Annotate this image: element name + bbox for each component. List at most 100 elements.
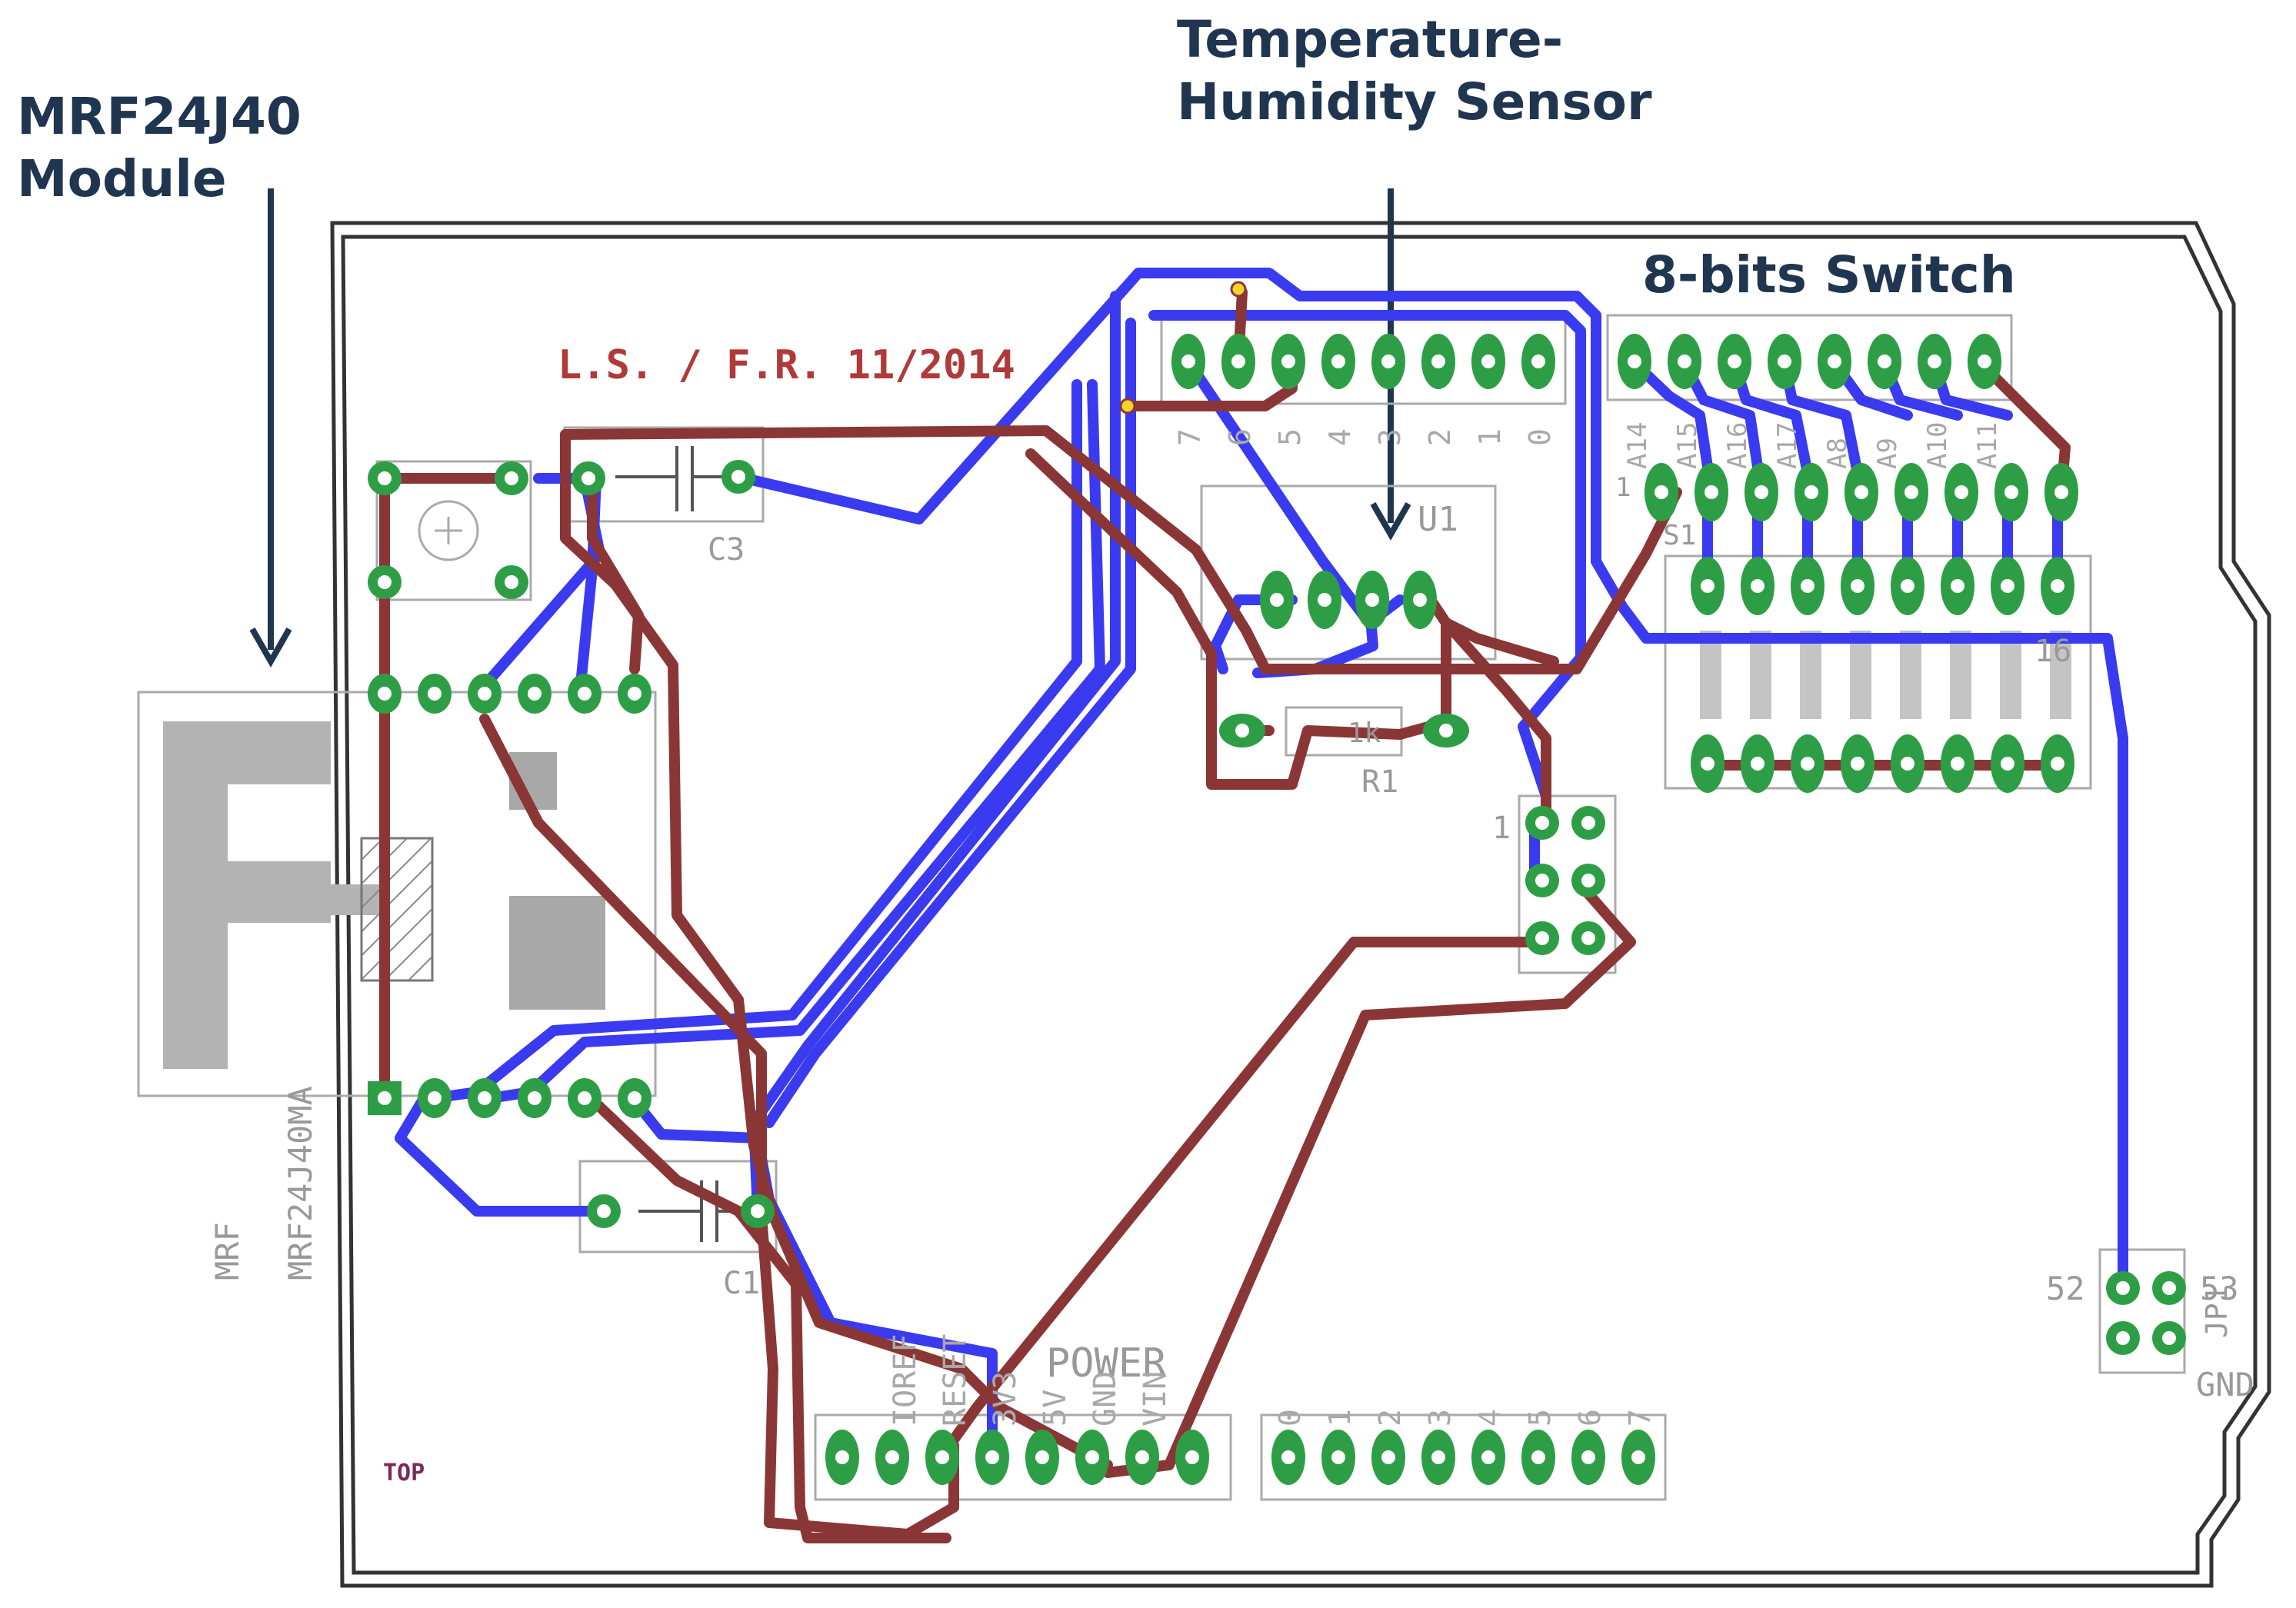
s1-pin — [1645, 463, 1678, 521]
r1-pad — [1423, 714, 1469, 747]
power-pin-label: GND — [1088, 1371, 1123, 1427]
s1-pin1-label: 1 — [1615, 472, 1631, 503]
switch-header-pin — [1968, 334, 2001, 389]
jumper-pin — [1571, 864, 1605, 897]
power-pin-label: 3V3 — [988, 1371, 1023, 1427]
pads — [368, 334, 2186, 1485]
analog-header-pin — [1321, 334, 1355, 389]
power-header-pin — [1125, 1430, 1159, 1485]
mrf24j40-pin — [468, 1078, 502, 1118]
s1-pin — [1695, 463, 1728, 521]
analog-header-pin — [1521, 334, 1555, 389]
top-layer-label: TOP — [383, 1460, 425, 1486]
digital-pin-label: 3 — [1423, 1409, 1457, 1427]
switch-header-pin — [1768, 334, 1801, 389]
header-pin1-label: 1 — [1492, 811, 1511, 846]
jumper-pin — [1525, 921, 1559, 955]
power-pin-label: 5V — [1038, 1390, 1073, 1427]
jumper-pin — [1571, 921, 1605, 955]
mrf24j40-pin — [518, 1078, 552, 1118]
c1-pad — [741, 1194, 775, 1228]
c3-label: C3 — [708, 532, 745, 568]
switch-pin-label: A10 — [1922, 422, 1953, 469]
digital-pin-label: 2 — [1373, 1409, 1407, 1427]
board-outline — [330, 221, 2271, 1588]
r1-value: 1k — [1348, 717, 1381, 749]
dip-switch-outline — [1664, 554, 2092, 790]
analog-pin-label: 0 — [1523, 428, 1557, 446]
r1-label: R1 — [1361, 764, 1398, 800]
dip-switch-pin — [1841, 557, 1874, 615]
u1-label: U1 — [1418, 500, 1458, 539]
power-header-pin — [1175, 1430, 1209, 1485]
power-header-pin — [875, 1430, 909, 1485]
digital-pin-label: 1 — [1323, 1409, 1357, 1427]
analog-header-pin — [1221, 334, 1255, 389]
switch-header-pin — [1868, 334, 1901, 389]
mrf24j40-pin — [418, 674, 452, 714]
digital-pin-label: 0 — [1273, 1409, 1307, 1427]
reset-button-pad — [368, 461, 402, 495]
s1-pin — [1944, 463, 1978, 521]
s1-pin — [1994, 463, 2028, 521]
switch-pin-label: A11 — [1972, 422, 2003, 469]
s1-pin — [1844, 463, 1878, 521]
mrf24j40-pin1 — [368, 1081, 402, 1115]
power-pin-label: IOREF — [888, 1334, 923, 1427]
switch-header-pin — [1918, 334, 1951, 389]
dip-switch-pin — [1741, 734, 1774, 793]
analog-pin-label: 2 — [1423, 428, 1457, 446]
digital-header-pin — [1621, 1430, 1655, 1485]
switch-header-pin — [1668, 334, 1701, 389]
mrf24j40-callout: MRF24J40 Module — [17, 86, 302, 210]
power-pin-label: VIN — [1138, 1371, 1173, 1427]
jp1-53-label: 53 — [2200, 1270, 2239, 1307]
s1-pin — [2044, 463, 2078, 521]
power-pin-label: RESET — [938, 1334, 973, 1427]
mrf24j40-arrow — [249, 188, 292, 668]
power-header-pin — [825, 1430, 859, 1485]
jumper-pin — [1525, 864, 1559, 897]
digital-pin-label: 7 — [1623, 1409, 1657, 1427]
analog-pin-label: 3 — [1373, 428, 1407, 446]
s1-pin — [1794, 463, 1828, 521]
jp1-52-label: 52 — [2046, 1270, 2085, 1307]
jumper-pin — [1571, 806, 1605, 840]
analog-pin-label: 5 — [1273, 428, 1307, 446]
switch-header-pin — [1718, 334, 1751, 389]
analog-pin-label: 6 — [1223, 428, 1257, 446]
bottom-layer-traces — [395, 268, 2128, 1467]
dip-switch-pin — [1891, 557, 1924, 615]
mrf24j40-pin — [618, 674, 651, 714]
sensor-pin — [1260, 571, 1294, 629]
dip-switch-pin — [1841, 734, 1874, 793]
sensor-callout-line2: Humidity Sensor — [1177, 72, 1652, 132]
r1-pad — [1219, 714, 1265, 747]
mrf-value-label: MRF24J40MA — [282, 1086, 319, 1280]
dip-switch-pin — [2041, 557, 2074, 615]
switch-pin-label: A9 — [1872, 438, 1903, 469]
mrf-name-label: MRF — [208, 1222, 246, 1280]
switch-pin-label: A15 — [1672, 422, 1703, 469]
jp1-pin — [2106, 1271, 2140, 1305]
dip-switch-pin — [1691, 557, 1724, 615]
jumper-pin — [1525, 806, 1559, 840]
dip-switch-pin — [1691, 734, 1724, 793]
digital-header-outline — [1260, 1413, 1667, 1501]
s1-label: S1 — [1663, 520, 1696, 551]
digital-pin-label: 6 — [1573, 1409, 1607, 1427]
switch-pin-label: A16 — [1722, 422, 1753, 469]
mrf24j40-callout-line2: Module — [17, 148, 227, 208]
reset-button-pad — [368, 565, 402, 599]
jp1-outline — [2098, 1248, 2186, 1374]
mrf24j40-pin — [568, 1078, 601, 1118]
dip-switch-pin — [1741, 557, 1774, 615]
power-header-pin — [1075, 1430, 1109, 1485]
mrf24j40-pin — [368, 674, 402, 714]
switch-pin-label: A8 — [1822, 438, 1853, 469]
power-header-pin — [1025, 1430, 1059, 1485]
mrf24j40-pin — [618, 1078, 651, 1118]
digital-pin-label: 4 — [1473, 1409, 1507, 1427]
